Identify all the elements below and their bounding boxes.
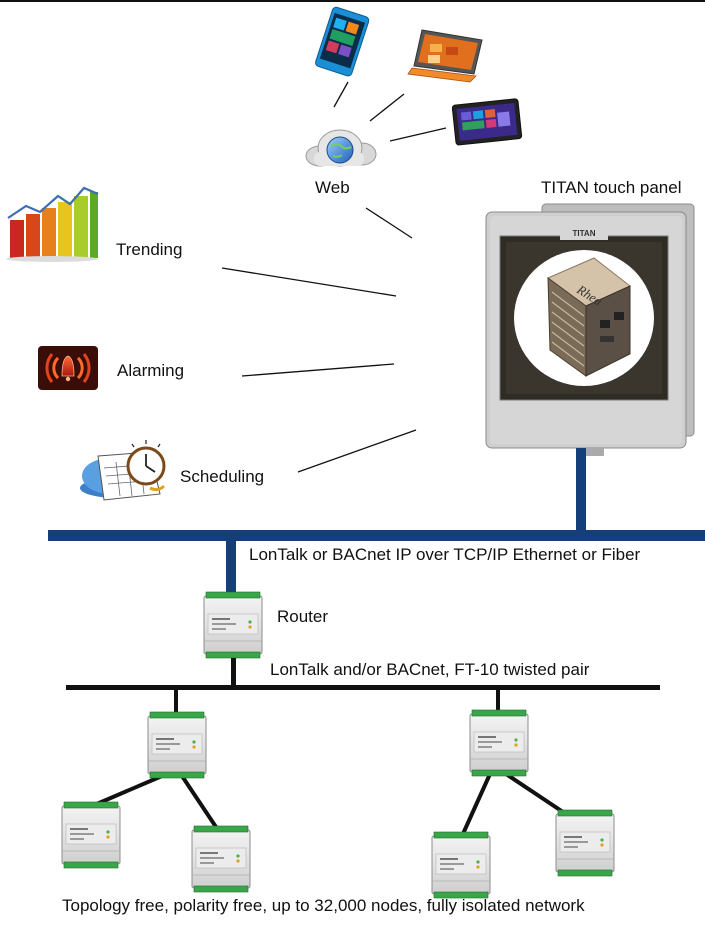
router-to-bus-drop: [231, 658, 236, 688]
panel-brand: TITAN: [573, 229, 596, 238]
smartphone-icon: [315, 6, 370, 77]
trending-chart-icon: [6, 186, 99, 262]
ethernet-label: LonTalk or BACnet IP over TCP/IP Etherne…: [249, 545, 641, 564]
twisted-pair-bus: [66, 685, 660, 690]
laptop-to-cloud-line: [369, 93, 405, 122]
web-to-panel-line: [365, 207, 413, 239]
ethernet-bus: [48, 530, 705, 541]
ethernet-backbone: [48, 448, 705, 603]
ft10-bus: [66, 658, 660, 716]
controller-module-leaf-1: [61, 801, 121, 869]
controller-module-leaf-3: [431, 831, 491, 899]
panel-brand-plate: [560, 226, 608, 240]
calendar-clock-icon: [80, 440, 166, 501]
tablet-to-cloud-line: [389, 127, 447, 142]
scheduling-label: Scheduling: [180, 467, 265, 486]
router-label: Router: [277, 607, 329, 626]
tablet-icon: [451, 98, 523, 146]
controller-module-right: [469, 709, 529, 777]
phone-to-cloud-line: [333, 81, 349, 108]
twisted-pair-label: LonTalk and/or BACnet, FT-10 twisted pai…: [270, 660, 590, 679]
controller-module-leaf-4: [555, 809, 615, 877]
trending-to-panel-line: [221, 267, 397, 297]
controller-module-left: [147, 711, 207, 779]
alarming-label: Alarming: [117, 361, 185, 380]
panel-drop: [576, 448, 586, 538]
alarm-bell-icon: [38, 346, 98, 390]
alarming-to-panel-line: [241, 363, 395, 377]
trending-label: Trending: [116, 240, 183, 259]
web-label: Web: [315, 178, 350, 197]
footer-caption: Topology free, polarity free, up to 32,0…: [62, 896, 585, 915]
branch-lines: [90, 772, 568, 838]
connector-lines: [221, 81, 447, 473]
cloud-globe-icon: [305, 129, 377, 167]
laptop-icon: [407, 29, 483, 83]
titan-touch-panel: [485, 203, 695, 456]
right-node-drop: [496, 690, 500, 716]
rhea-device: [547, 257, 631, 377]
left-node-drop: [174, 690, 178, 716]
router-drop: [226, 541, 236, 603]
router-module: [203, 591, 263, 659]
controller-module-leaf-2: [191, 825, 251, 893]
titan-touch-panel-label: TITAN touch panel: [541, 178, 682, 197]
top-border: [0, 0, 705, 2]
scheduling-to-panel-line: [297, 429, 417, 473]
